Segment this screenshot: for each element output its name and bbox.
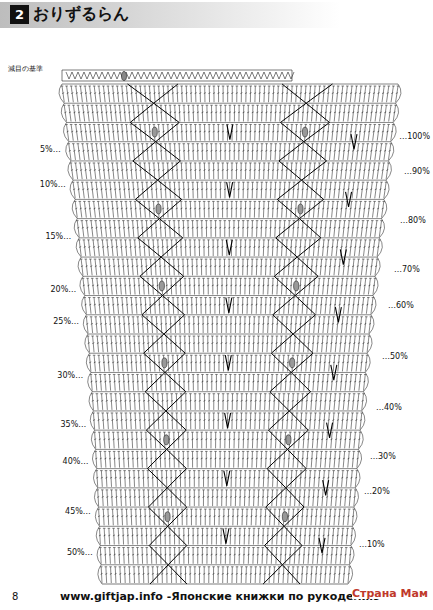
percent-label: 30%… xyxy=(57,372,83,380)
stitch-row xyxy=(78,257,380,276)
stitch-row xyxy=(98,565,353,584)
stitch-row xyxy=(83,315,374,334)
percent-label: …20% xyxy=(364,488,390,496)
stitch-row xyxy=(86,353,370,372)
stitch-row xyxy=(68,161,392,180)
number-box: 2 xyxy=(10,5,29,24)
decrease-mark xyxy=(226,298,232,313)
bead xyxy=(162,358,167,368)
stitch-row xyxy=(70,180,389,199)
decrease-mark xyxy=(335,307,341,322)
percent-label: …60% xyxy=(388,302,414,310)
bead xyxy=(122,72,127,81)
stitch-row xyxy=(90,411,365,430)
percent-label: 25%… xyxy=(53,318,79,326)
bottom-edge xyxy=(102,584,348,585)
percent-label: …40% xyxy=(376,404,402,412)
decrease-mark xyxy=(224,471,230,486)
reference-note: 減目の基準 xyxy=(8,66,43,73)
stitch-row xyxy=(74,219,384,238)
stitch-row xyxy=(82,296,376,315)
percent-label: 45%… xyxy=(65,508,91,516)
bead xyxy=(165,512,170,522)
reference-band xyxy=(62,70,294,81)
stitch-row xyxy=(95,507,357,526)
stitch-rows xyxy=(59,70,401,584)
percent-label: …80% xyxy=(400,217,426,225)
bead xyxy=(282,512,287,522)
stitch-row xyxy=(89,392,367,411)
page-number: 8 xyxy=(12,592,18,602)
percent-label: …70% xyxy=(394,266,420,274)
title-bar xyxy=(0,2,340,28)
bead xyxy=(294,281,299,291)
bead xyxy=(152,127,157,137)
stitch-row xyxy=(94,488,358,507)
bead xyxy=(164,435,169,445)
decrease-mark xyxy=(331,365,337,380)
decrease-mark xyxy=(327,423,333,438)
stitch-row xyxy=(92,449,361,468)
percent-label: …90% xyxy=(404,168,430,176)
source-url: www.giftjap.info -Японские книжки по рук… xyxy=(60,591,380,602)
decrease-mark xyxy=(227,124,233,139)
decrease-mark xyxy=(346,192,352,207)
percent-label: …50% xyxy=(382,353,408,361)
decrease-mark xyxy=(340,249,346,264)
stitch-row xyxy=(59,84,401,103)
number-text: 2 xyxy=(15,7,24,22)
stitch-row xyxy=(85,334,372,353)
stitch-row xyxy=(97,546,354,565)
decrease-mark xyxy=(223,528,229,543)
stitch-row xyxy=(93,469,360,488)
decrease-mark xyxy=(227,182,233,197)
watermark: Страна Мам xyxy=(352,588,428,599)
bead xyxy=(286,435,291,445)
decrease-mark xyxy=(323,480,329,495)
bead xyxy=(298,204,303,214)
percent-label: 40%… xyxy=(63,458,89,466)
stitch-row xyxy=(88,372,369,391)
percent-label: …100% xyxy=(399,133,430,141)
decrease-mark xyxy=(225,355,231,370)
stitch-row xyxy=(96,526,355,545)
title: おりずるらん xyxy=(33,6,129,22)
stitch-row xyxy=(80,276,378,295)
decrease-mark xyxy=(319,538,325,553)
percent-label: 5%… xyxy=(40,146,61,154)
percent-label: …30% xyxy=(370,453,396,461)
stitch-row xyxy=(91,430,363,449)
decrease-mark xyxy=(226,240,232,255)
stitch-row xyxy=(66,142,394,161)
stitch-row xyxy=(76,238,382,257)
decrease-mark xyxy=(225,413,231,428)
percent-label: 35%… xyxy=(61,421,87,429)
bead xyxy=(159,281,164,291)
percent-label: …10% xyxy=(359,541,385,549)
stitch-row xyxy=(63,122,396,141)
percent-label: 10%… xyxy=(40,181,66,189)
bead xyxy=(156,204,161,214)
percent-label: 15%… xyxy=(45,233,71,241)
diamond-lattice xyxy=(128,84,333,584)
bead xyxy=(302,127,307,137)
percent-label: 50%… xyxy=(67,549,93,557)
stitch-row xyxy=(72,199,387,218)
bead xyxy=(290,358,295,368)
stitch-row xyxy=(61,103,398,122)
decrease-mark xyxy=(351,134,357,149)
percent-label: 20%… xyxy=(50,286,76,294)
